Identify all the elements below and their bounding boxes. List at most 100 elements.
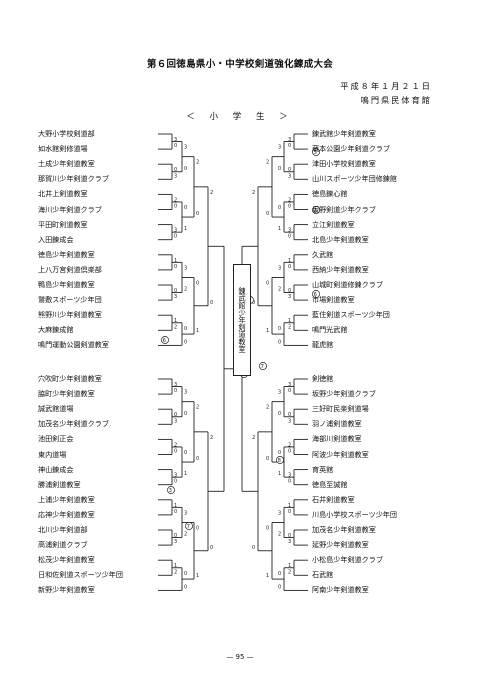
score-label: 2 [266, 405, 269, 411]
score-label: 2 [184, 532, 187, 538]
score-label: 1 [174, 258, 177, 264]
score-label: 2 [252, 435, 255, 441]
score-label: 0 [174, 412, 177, 418]
score-label: 0 [288, 388, 291, 394]
champion-box: 錬武館少年剣道教室 [233, 264, 251, 376]
right-team-20: 海部川剣道教室 [312, 434, 362, 444]
score-label: 3 [174, 294, 177, 300]
right-team-21: 阿波少年剣道教室 [312, 449, 369, 459]
left-team-2: 如水館剣修道場 [38, 144, 88, 154]
right-team-11: 山城町剣道修錬クラブ [312, 280, 383, 289]
left-team-25: 応神少年剣道教室 [38, 509, 95, 519]
left-team-27: 高浦剣道クラブ [38, 540, 88, 550]
score-label: 0 [174, 388, 177, 394]
score-label: 0 [288, 288, 291, 294]
score-label: 2 [278, 532, 281, 538]
score-label: 2 [196, 405, 199, 411]
svg-text:5: 5 [314, 150, 317, 156]
score-label: 2 [174, 442, 177, 448]
right-team-15: 龍虎館 [312, 340, 334, 350]
score-label: 3 [174, 539, 177, 545]
svg-text:3: 3 [169, 488, 172, 494]
score-label: 3 [174, 382, 177, 388]
seed-badge: 7 [185, 522, 193, 530]
left-team-23: 勝浦剣道教室 [38, 479, 81, 489]
score-label: 0 [174, 509, 177, 515]
score-label: 0 [278, 166, 281, 172]
left-team-22: 神山錬成会 [38, 464, 74, 474]
score-label: 0 [174, 167, 177, 173]
score-label: 1 [288, 503, 291, 509]
seed-badge: 5 [312, 148, 320, 156]
right-team-30: 阿南少年剣道教室 [312, 585, 369, 595]
seed-badge: 6 [312, 290, 320, 298]
right-team-1: 錬武館少年剣道教室 [312, 129, 376, 138]
seed-badge: 3 [167, 486, 175, 494]
score-label: 0 [278, 326, 281, 332]
score-label: 3 [174, 418, 177, 424]
right-team-19: 羽ノ浦剣道教室 [312, 419, 362, 429]
left-team-1: 大野小学校剣道部 [38, 129, 95, 138]
right-team-29: 石武館 [312, 570, 334, 580]
right-team-6: 坂野剣道少年クラブ [312, 204, 376, 214]
right-team-8: 北島少年剣道教室 [312, 234, 369, 244]
score-label: 2 [252, 190, 255, 196]
score-label: 2 [210, 435, 213, 441]
seed-badge: 2 [312, 206, 320, 214]
score-label: 3 [288, 418, 291, 424]
right-team-2: 蔵本公園少年剣道クラブ [312, 144, 391, 154]
score-label: 2 [278, 287, 281, 293]
right-team-7: 立江剣道教室 [312, 219, 355, 229]
score-label: 1 [174, 563, 177, 569]
svg-text:7: 7 [261, 364, 264, 370]
score-label: 1 [174, 503, 177, 509]
score-label: 0 [288, 143, 291, 149]
score-label: 0 [184, 166, 187, 172]
svg-text:6: 6 [163, 338, 166, 344]
score-label: 3 [174, 137, 177, 143]
score-label: 0 [288, 449, 291, 455]
score-label: 3 [174, 173, 177, 179]
seed-badge: 8 [276, 456, 284, 464]
right-team-23: 徳島至誠館 [312, 479, 348, 489]
page-title: 第６回徳島県小・中学校剣道強化錬成大会 [146, 59, 334, 70]
score-label: 3 [288, 473, 291, 479]
score-label: 0 [288, 533, 291, 539]
right-team-24: 石井剣道教室 [312, 494, 355, 504]
score-label: 3 [288, 382, 291, 388]
right-team-26: 加茂名少年剣道教室 [312, 525, 376, 534]
score-label: 0 [288, 509, 291, 515]
score-label: 0 [278, 339, 281, 345]
right-team-12: 市場剣道教室 [312, 295, 355, 305]
score-label: 1 [196, 328, 199, 334]
score-label: 2 [288, 197, 291, 203]
right-team-28: 小松島少年剣道クラブ [312, 555, 383, 565]
score-label: 0 [174, 204, 177, 210]
score-label: 1 [184, 226, 187, 232]
left-team-4: 那賀川少年剣道クラブ [38, 174, 109, 184]
score-label: 3 [184, 510, 187, 516]
left-team-24: 上浦少年剣道教室 [38, 494, 95, 504]
right-team-14: 鳴門光武館 [312, 325, 348, 335]
score-label: 0 [288, 264, 291, 270]
svg-text:8: 8 [278, 458, 281, 464]
score-label: 0 [174, 533, 177, 539]
score-label: 0 [278, 450, 281, 456]
left-team-15: 鳴門運動公園剣道教室 [38, 340, 109, 350]
svg-text:7: 7 [187, 524, 190, 530]
score-label: 1 [184, 471, 187, 477]
score-label: 1 [174, 318, 177, 324]
score-label: 0 [184, 450, 187, 456]
score-label: 0 [196, 525, 199, 531]
score-label: 3 [174, 473, 177, 479]
left-team-16: 穴吹町少年剣道教室 [38, 374, 102, 383]
score-label: 0 [184, 326, 187, 332]
score-label: 0 [196, 280, 199, 286]
right-team-13: 藍住剣道スポーツ少年団 [312, 310, 390, 320]
left-team-8: 入田錬成会 [38, 234, 74, 244]
score-label: 0 [210, 300, 213, 306]
score-label: 3 [288, 294, 291, 300]
left-team-12: 鷲敷スポーツ少年団 [38, 295, 102, 305]
seed-badge: 7 [259, 362, 267, 370]
score-label: 2 [174, 197, 177, 203]
